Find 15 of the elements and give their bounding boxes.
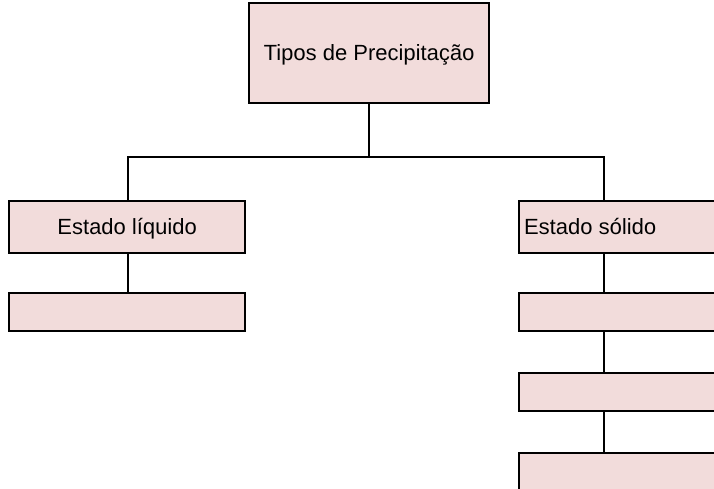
empty-box xyxy=(518,372,714,412)
connector-line xyxy=(603,254,605,292)
box-label: Estado líquido xyxy=(57,213,197,241)
category-box xyxy=(248,2,490,104)
connector-line xyxy=(368,104,605,200)
empty-box xyxy=(518,452,714,489)
connector-line xyxy=(603,332,605,372)
empty-box xyxy=(8,292,246,332)
category-box xyxy=(518,200,714,254)
box-label: Tipos de Precipitação xyxy=(264,39,474,67)
category-box xyxy=(8,200,246,254)
connector-line xyxy=(127,254,129,292)
box-label: Estado sólido xyxy=(523,213,656,241)
connector-line xyxy=(603,412,605,452)
empty-box xyxy=(518,292,714,332)
